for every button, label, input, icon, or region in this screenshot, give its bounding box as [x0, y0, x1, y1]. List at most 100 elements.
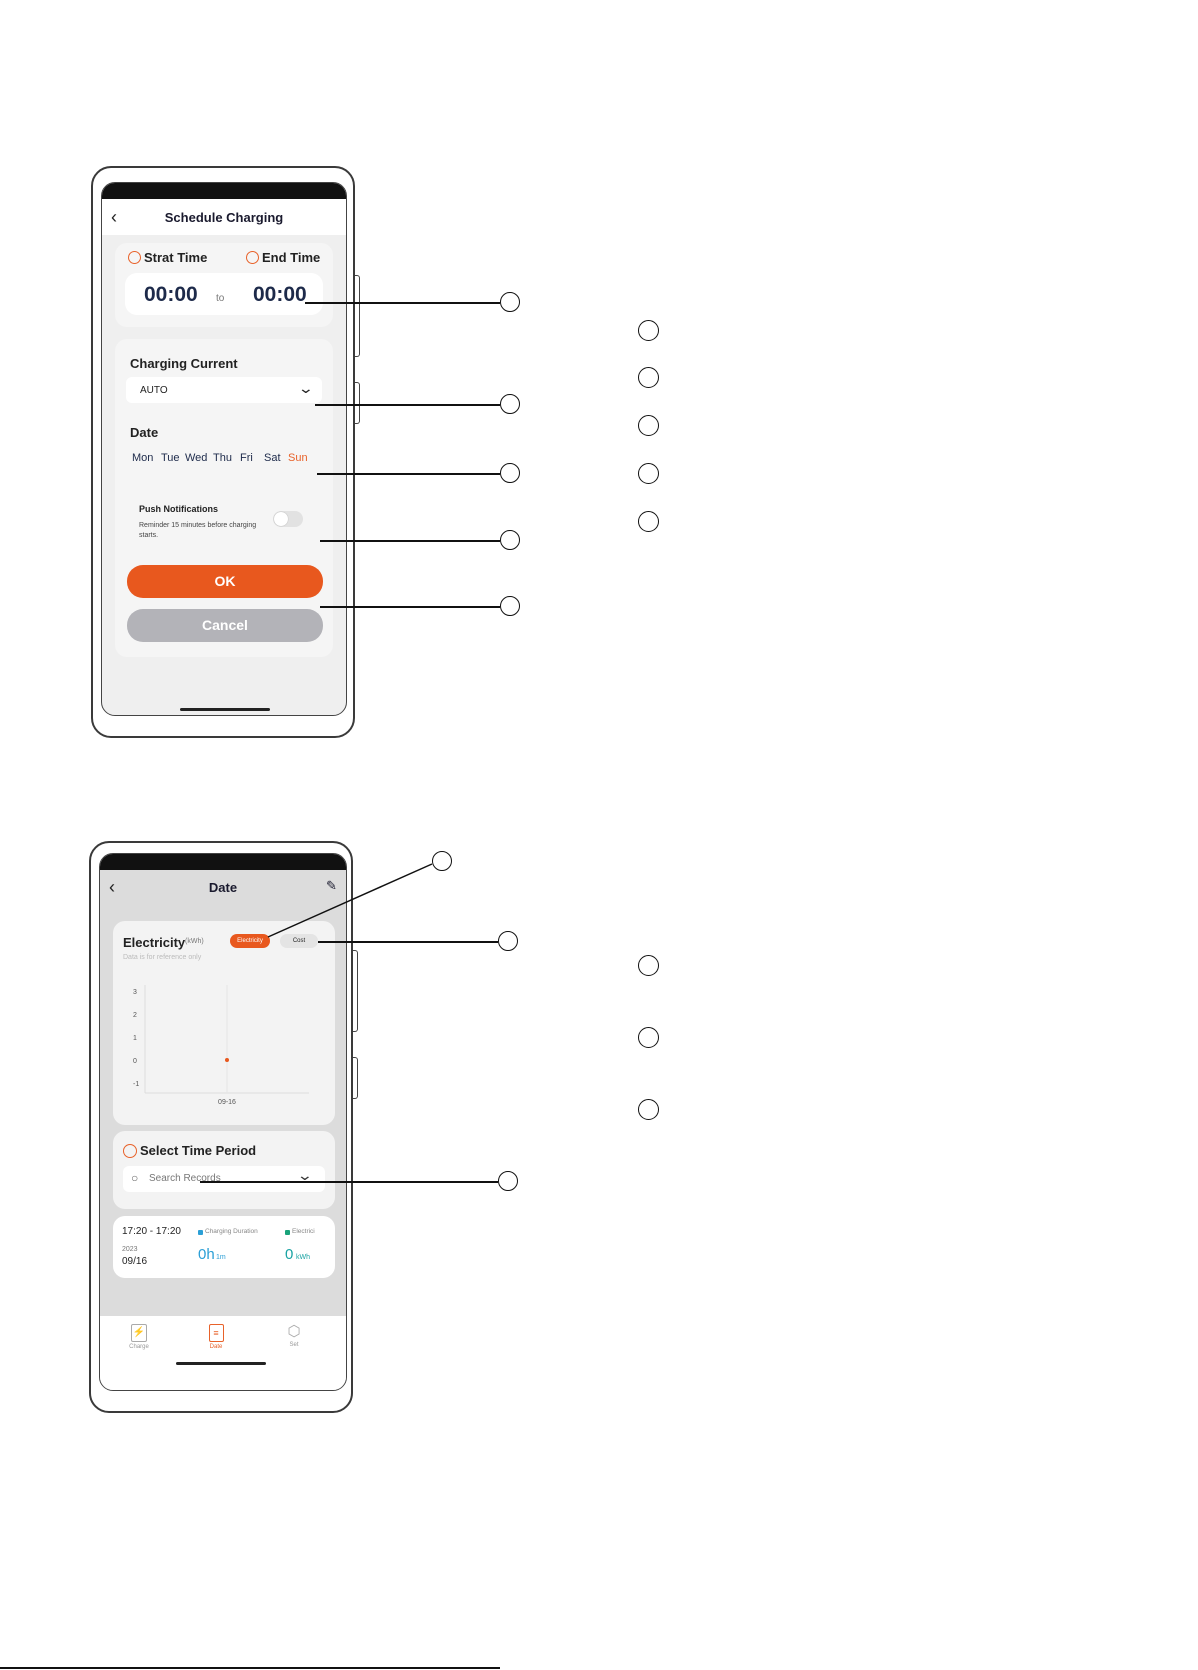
day-sat[interactable]: Sat [264, 452, 281, 464]
duration-value: 0h [198, 1246, 215, 1263]
push-notifications-desc: starts. [139, 532, 159, 539]
record-year: 2023 [122, 1246, 138, 1253]
cancel-button[interactable]: Cancel [127, 609, 323, 642]
date-screen: ‹ Date ✎ Electricity (kWh) Data is for r… [99, 853, 347, 1391]
start-time-value[interactable]: 00:00 [144, 283, 198, 306]
record-date: 09/16 [122, 1256, 148, 1267]
phone-frame-schedule: ‹ Schedule Charging Strat Time End Time … [91, 166, 360, 738]
callout-line [315, 404, 500, 406]
time-period-card: Select Time Period ○ Search Records ⌄ [113, 1131, 335, 1209]
header: ‹ Date ✎ [100, 870, 346, 906]
nav-date-label: Date [209, 1344, 223, 1350]
search-icon: ○ [131, 1171, 139, 1185]
electricity-title: Electricity [123, 935, 186, 950]
side-button [355, 382, 360, 424]
nav-charge-label: Charge [129, 1344, 149, 1350]
push-notifications-toggle[interactable] [273, 511, 303, 527]
day-mon[interactable]: Mon [132, 452, 154, 464]
duration-unit: 1m [216, 1254, 226, 1261]
phone-frame-date: ‹ Date ✎ Electricity (kWh) Data is for r… [89, 841, 358, 1413]
footer-rule [0, 1667, 500, 1669]
legend-marker [638, 415, 659, 436]
callout-marker [500, 530, 520, 550]
settings-card: Charging Current AUTO ⌄ Date Mon Tue Wed… [115, 339, 333, 657]
legend-marker [638, 463, 659, 484]
nav-set-label: Set [289, 1342, 299, 1348]
day-fri[interactable]: Fri [240, 452, 253, 464]
electricity-unit: (kWh) [185, 938, 204, 945]
push-notifications-desc: Reminder 15 minutes before charging [139, 522, 257, 529]
date-icon: ≡ [208, 1324, 224, 1342]
y-tick-label: 1 [133, 1035, 137, 1042]
legend-marker [638, 320, 659, 341]
record-card[interactable]: 17:20 - 17:20 2023 09/16 Charging Durati… [113, 1216, 335, 1278]
nav-charge[interactable]: ⚡ Charge [119, 1324, 159, 1350]
callout-marker [500, 596, 520, 616]
x-tick-label: 09-16 [218, 1099, 236, 1106]
chevron-down-icon: ⌄ [297, 380, 315, 396]
record-time-range: 17:20 - 17:20 [122, 1226, 181, 1237]
header: ‹ Schedule Charging [102, 199, 346, 235]
day-thu[interactable]: Thu [213, 452, 232, 464]
side-button [353, 950, 358, 1032]
charging-current-select[interactable]: AUTO ⌄ [126, 377, 322, 403]
time-box [125, 273, 323, 315]
day-sun[interactable]: Sun [288, 452, 308, 464]
electricity-value: 0 [285, 1246, 294, 1263]
y-tick-label: -1 [133, 1081, 139, 1088]
reference-note: Data is for reference only [123, 954, 202, 961]
callout-line [318, 941, 498, 943]
callout-marker [500, 394, 520, 414]
end-time-icon [246, 251, 259, 264]
nav-set[interactable]: ⬡ Set [274, 1323, 314, 1349]
nav-date[interactable]: ≡ Date [196, 1324, 236, 1350]
legend-marker [638, 1099, 659, 1120]
legend-marker [638, 511, 659, 532]
y-tick-label: 0 [133, 1058, 137, 1065]
push-notifications-title: Push Notifications [139, 504, 219, 514]
back-icon[interactable]: ‹ [111, 207, 117, 227]
time-card: Strat Time End Time 00:00 to 00:00 [115, 243, 333, 327]
ok-button[interactable]: OK [127, 565, 323, 598]
start-time-label: Strat Time [144, 250, 208, 265]
callout-marker [498, 1171, 518, 1191]
side-button [353, 1057, 358, 1099]
callout-marker [498, 931, 518, 951]
page-title: Date [208, 880, 238, 895]
search-records-placeholder: Search Records [149, 1173, 221, 1184]
charging-current-value: AUTO [140, 385, 168, 396]
callout-line [320, 606, 500, 608]
back-icon[interactable]: ‹ [109, 877, 115, 897]
legend-marker [638, 955, 659, 976]
duration-label: Charging Duration [205, 1228, 258, 1235]
page-title: Schedule Charging [164, 210, 284, 225]
day-wed[interactable]: Wed [185, 452, 208, 464]
status-bar [100, 854, 346, 870]
home-indicator [176, 1362, 266, 1365]
toggle-knob [274, 512, 288, 526]
settings-icon: ⬡ [287, 1323, 301, 1340]
duration-legend-icon [198, 1230, 203, 1235]
date-label: Date [130, 425, 159, 440]
electricity-legend-icon [285, 1230, 290, 1235]
legend-marker [638, 367, 659, 388]
callout-marker [432, 851, 452, 871]
tab-electricity[interactable]: Electricity [230, 934, 270, 948]
tab-cost[interactable]: Cost [280, 934, 318, 948]
search-records-select[interactable]: ○ Search Records ⌄ [123, 1166, 325, 1192]
callout-line [320, 540, 500, 542]
callout-marker [500, 292, 520, 312]
time-period-title: Select Time Period [140, 1143, 257, 1158]
end-time-label: End Time [262, 250, 321, 265]
callout-marker [500, 463, 520, 483]
data-point [225, 1058, 229, 1062]
end-time-value[interactable]: 00:00 [253, 283, 307, 306]
edit-icon[interactable]: ✎ [326, 878, 337, 893]
callout-line [317, 473, 500, 475]
start-time-icon [128, 251, 141, 264]
charging-current-label: Charging Current [130, 356, 238, 371]
charge-icon: ⚡ [131, 1324, 147, 1342]
chevron-down-icon: ⌄ [296, 1167, 314, 1183]
day-tue[interactable]: Tue [161, 452, 180, 464]
